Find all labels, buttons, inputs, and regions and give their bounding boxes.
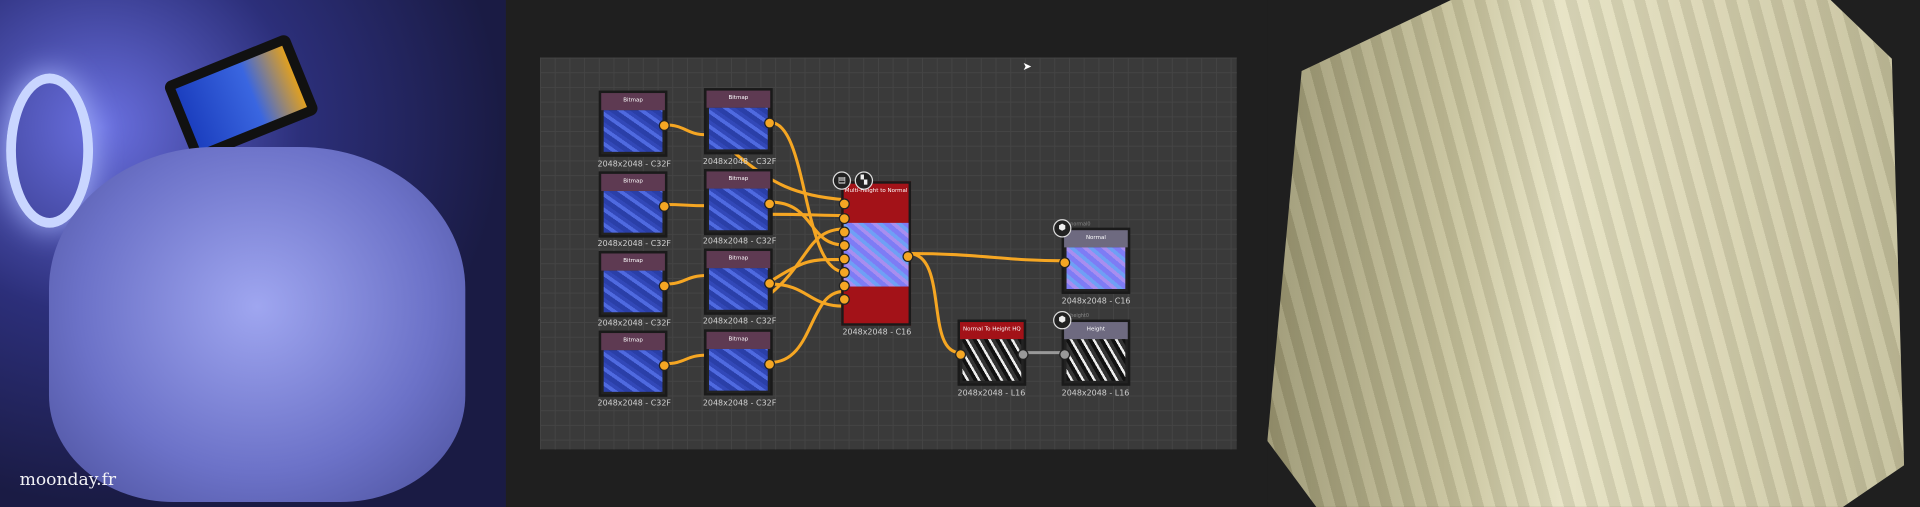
multi-height-to-normal-node[interactable]: Multi-Height to Normal (838, 181, 914, 326)
texture-preview (603, 191, 663, 233)
watermark: moonday.fr (19, 470, 117, 490)
texture-preview (603, 270, 663, 313)
hoodie (48, 146, 466, 503)
output-identifier: height0 (1070, 312, 1089, 319)
input-port[interactable] (838, 266, 850, 278)
texture-preview (603, 350, 663, 392)
node-resolution-label: 2048x2048 - C32F (597, 159, 671, 169)
node-resolution-label: 2048x2048 - C32F (702, 315, 777, 326)
output-cube-icon[interactable]: ⬢ (1053, 219, 1072, 238)
input-port[interactable] (838, 213, 850, 225)
height-output-node[interactable]: Height (1059, 319, 1131, 386)
bitmap-node[interactable]: Bitmap (598, 171, 670, 238)
normal-preview (843, 222, 909, 287)
bitmap-node[interactable]: Bitmap (598, 330, 670, 397)
output-port[interactable] (764, 277, 776, 289)
node-resolution-label: 2048x2048 - L16 (1061, 388, 1130, 398)
output-port[interactable] (764, 198, 776, 210)
texture-preview (708, 348, 768, 391)
node-resolution-label: 2048x2048 - C32F (702, 236, 777, 247)
output-port[interactable] (658, 200, 670, 212)
node-resolution-label: 2048x2048 - C32F (597, 397, 671, 408)
output-port[interactable] (658, 360, 670, 372)
node-resolution-label: 2048x2048 - C32F (597, 318, 671, 329)
texture-preview (708, 188, 768, 231)
node-title: Height (1064, 322, 1128, 340)
node-title: Bitmap (706, 251, 771, 269)
output-identifier: normal0 (1070, 220, 1091, 227)
document-icon[interactable]: ▤ (832, 171, 852, 190)
node-title: Bitmap (601, 333, 665, 351)
input-port[interactable] (838, 240, 850, 252)
bitmap-node[interactable]: Bitmap (598, 90, 670, 157)
node-resolution-label: 2048x2048 - L16 (957, 388, 1026, 398)
ring-light (6, 73, 94, 228)
texture-preview (708, 268, 768, 310)
node-resolution-label: 2048x2048 - C32F (702, 397, 777, 408)
texture-preview (708, 107, 768, 150)
output-port[interactable] (764, 117, 776, 129)
node-title: Multi-Height to Normal (844, 188, 908, 195)
height-preview (1066, 339, 1126, 381)
output-cube-icon[interactable]: ⬢ (1053, 311, 1072, 330)
input-port[interactable] (838, 198, 850, 210)
node-title: Bitmap (601, 253, 665, 271)
node-resolution-label: 2048x2048 - C16 (842, 326, 912, 337)
hoodie-photo: moonday.fr (0, 0, 506, 507)
node-title: Normal (1064, 230, 1128, 248)
bitmap-node[interactable]: Bitmap (598, 251, 670, 318)
output-port[interactable] (1017, 348, 1029, 361)
node-resolution-label: 2048x2048 - C32F (597, 238, 671, 249)
input-port[interactable] (955, 348, 967, 361)
input-port[interactable] (838, 226, 850, 238)
node-resolution-label: 2048x2048 - C16 (1061, 296, 1131, 307)
output-port[interactable] (764, 358, 776, 370)
bitmap-node[interactable]: Bitmap (704, 329, 776, 396)
node-resolution-label: 2048x2048 - C32F (702, 156, 777, 167)
node-title: Bitmap (706, 331, 771, 349)
input-port[interactable] (838, 293, 850, 305)
output-port[interactable] (658, 280, 670, 292)
height-preview (962, 339, 1022, 381)
node-title: Bitmap (601, 93, 665, 111)
normal-to-height-node[interactable]: Normal To Height HQ (955, 319, 1029, 386)
input-port[interactable] (1059, 348, 1071, 361)
output-port[interactable] (658, 120, 670, 132)
tablet (162, 32, 320, 163)
input-port[interactable] (1059, 257, 1071, 269)
texture-preview (603, 110, 663, 152)
cloth-cube-render (1267, 0, 1905, 507)
mouse-cursor-icon: ➤ (1022, 61, 1032, 74)
input-port[interactable] (838, 253, 850, 265)
input-port[interactable] (838, 280, 850, 292)
node-title: Normal To Height HQ (960, 322, 1024, 340)
normal-output-node[interactable]: Normal (1059, 227, 1131, 294)
checker-icon[interactable]: ▚ (854, 171, 874, 190)
normal-preview (1066, 247, 1126, 289)
node-title: Bitmap (601, 173, 665, 192)
3d-render-viewport[interactable] (1267, 0, 1920, 507)
bitmap-node[interactable]: Bitmap (704, 168, 776, 236)
node-title: Bitmap (706, 171, 771, 189)
bitmap-node[interactable]: Bitmap (704, 248, 776, 315)
output-port[interactable] (902, 251, 914, 263)
node-title: Bitmap (706, 90, 771, 108)
bitmap-node[interactable]: Bitmap (704, 88, 776, 155)
